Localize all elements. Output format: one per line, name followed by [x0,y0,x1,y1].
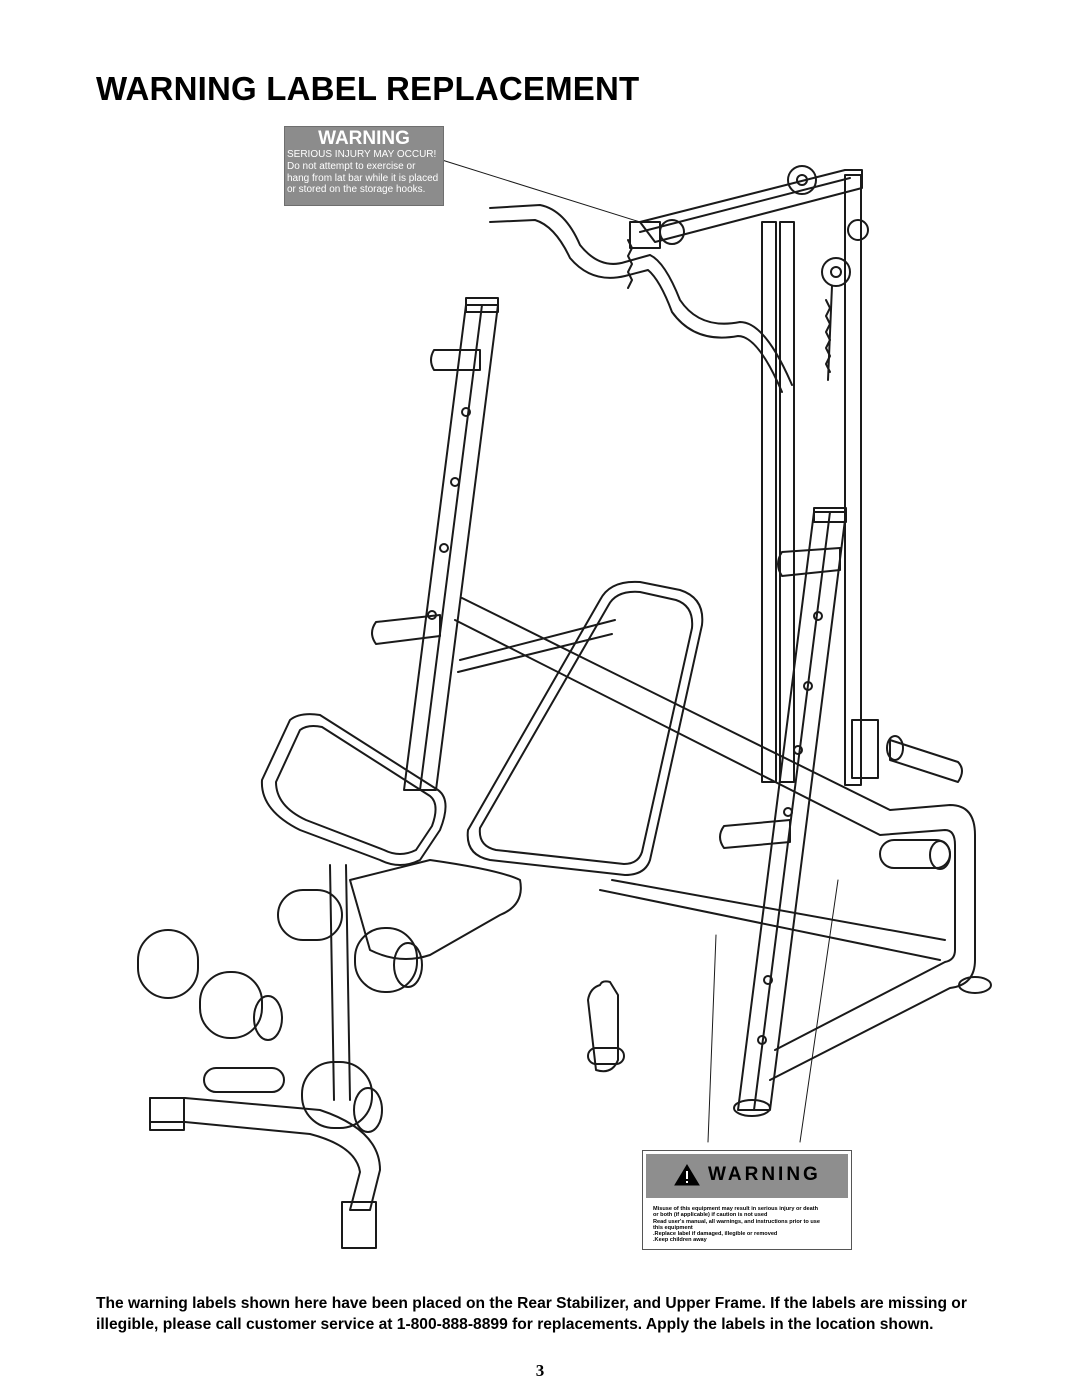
upper-label-line: hang from lat bar while it is placed [287,172,439,184]
rear-stabilizer-warning-label: WARNING Misuse of this equipment may res… [642,1150,852,1250]
floor-shadow-rear [958,976,992,994]
lower-label-line: this equipment [653,1224,693,1231]
warning-triangle-icon [674,1164,700,1186]
lower-label-line: .Replace label if damaged, illegible or … [653,1231,778,1238]
upper-label-subheading: SERIOUS INJURY MAY OCCUR! [287,149,437,160]
leg-developer [137,864,423,1249]
caption-text: The warning labels shown here have been … [96,1295,967,1333]
upper-label-leader-line [441,159,641,223]
lower-label-line: or both (if applicable) if caution is no… [653,1212,768,1219]
left-upright [371,297,499,791]
stirrup-handle [587,980,625,1073]
lat-bar [489,204,793,386]
lower-label-leader-line-right [799,879,839,1143]
lat-tower [639,165,879,786]
base-frame [454,597,976,1081]
lower-label-leader-line-left [707,934,717,1143]
upper-label-line: or stored on the storage hooks. [287,184,426,195]
leg-developer-pad [260,713,447,866]
lower-label-line: Read user's manual, all warnings, and in… [653,1218,821,1225]
upper-label-heading: WARNING [318,128,410,149]
lower-label-line: Misuse of this equipment may result in s… [653,1206,819,1212]
seat-pad [349,859,522,960]
lower-label-header-band: WARNING [646,1154,848,1198]
lower-label-heading: WARNING [708,1164,821,1185]
seat-back-pad [466,580,704,876]
page-title: WARNING LABEL REPLACEMENT [96,70,640,107]
upper-frame-warning-label: WARNING SERIOUS INJURY MAY OCCUR! Do not… [284,126,444,206]
page-number: 3 [535,1361,545,1380]
floor-shadow-front [733,1099,771,1117]
lower-label-line: .Keep children away [653,1237,707,1244]
upper-label-line: Do not attempt to exercise or [287,161,416,172]
